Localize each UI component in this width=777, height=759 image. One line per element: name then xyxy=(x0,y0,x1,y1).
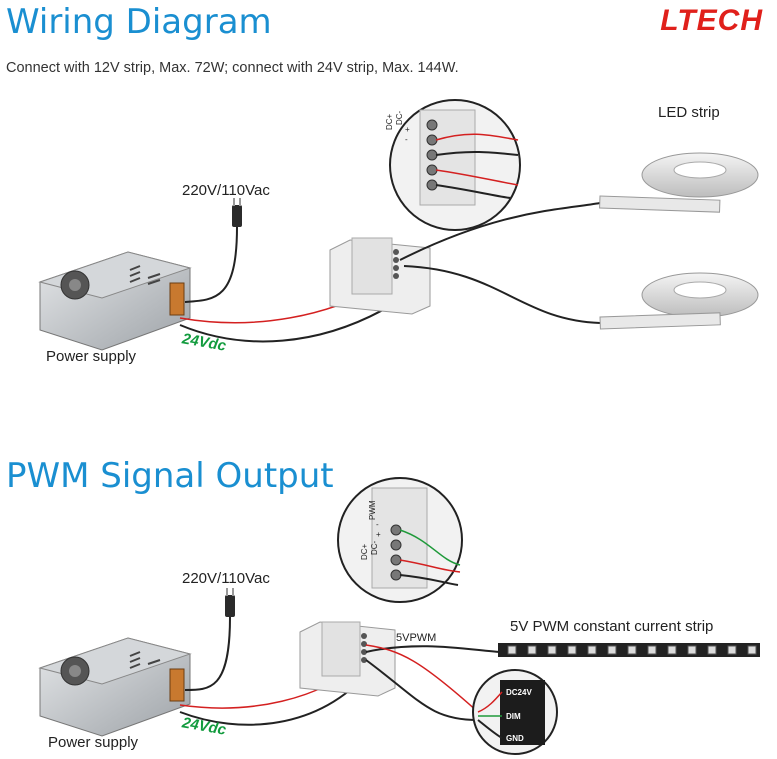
terminal-label-plus-2: + xyxy=(376,530,381,539)
dimmer-controller-1 xyxy=(329,237,431,315)
mains-label-1: 220V/110Vac xyxy=(182,182,270,199)
mains-label-2: 220V/110Vac xyxy=(182,570,270,587)
connector-label-dim: DIM xyxy=(506,712,521,721)
ltech-logo: LTECH xyxy=(660,4,763,37)
terminal-label-dcminus-1: DC- xyxy=(395,110,404,125)
section-title-pwm: PWM Signal Output xyxy=(6,456,334,496)
led-strip-roll-2 xyxy=(599,272,759,330)
wiring-note: Connect with 12V strip, Max. 72W; connec… xyxy=(6,60,459,76)
mains-plug-2 xyxy=(225,588,235,617)
power-supply-1 xyxy=(38,251,192,351)
connector-label-gnd: GND xyxy=(506,734,524,743)
terminal-label-dcplus-1: DC+ xyxy=(385,113,394,130)
section-title-wiring: Wiring Diagram xyxy=(6,2,272,42)
terminal-label-minus-2: - xyxy=(376,520,379,529)
terminal-zoom-1 xyxy=(389,99,521,231)
terminal-label-pwm: PWM xyxy=(368,500,377,520)
connector-label-dc24v: DC24V xyxy=(506,688,532,697)
terminal-label-dcminus-2: DC- xyxy=(370,540,379,555)
terminal-label-plus-1: + xyxy=(405,125,410,134)
terminal-zoom-2 xyxy=(337,477,463,603)
pwm-output-label: 5VPWM xyxy=(396,632,437,644)
terminal-label-minus-1: - xyxy=(405,135,408,144)
led-strip-roll-1 xyxy=(599,152,759,213)
led-strip-label: LED strip xyxy=(658,104,720,121)
power-supply-label-2: Power supply xyxy=(48,734,139,751)
pwm-led-strip xyxy=(498,643,760,657)
dimmer-controller-2 xyxy=(299,621,396,697)
terminal-label-dcplus-2: DC+ xyxy=(360,543,369,560)
connector-zoom xyxy=(472,669,558,755)
power-supply-label-1: Power supply xyxy=(46,348,137,365)
mains-plug-1 xyxy=(232,198,242,227)
power-supply-2 xyxy=(38,637,192,737)
pwm-strip-label: 5V PWM constant current strip xyxy=(510,618,714,635)
